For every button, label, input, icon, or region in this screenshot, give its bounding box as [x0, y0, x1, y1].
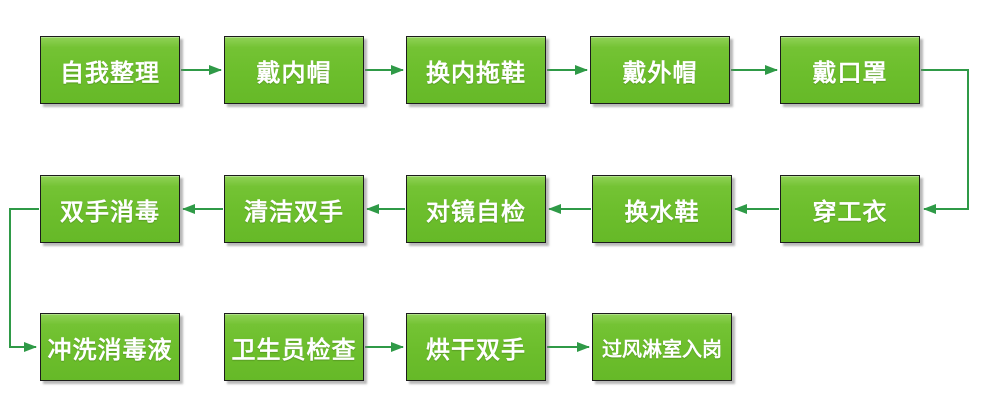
node-label: 换水鞋: [624, 197, 700, 226]
flow-node-hygienist-check: 卫生员检查: [224, 313, 364, 381]
flow-node-inner-slippers: 换内拖鞋: [406, 36, 546, 104]
flow-node-mirror-check: 对镜自检: [406, 175, 546, 243]
node-label: 穿工衣: [812, 197, 888, 226]
flow-node-water-shoes: 换水鞋: [592, 175, 732, 243]
node-label: 卫生员检查: [231, 335, 357, 364]
flow-node-clean-hands: 清洁双手: [224, 175, 364, 243]
elbow-ssxd-to-cxxdy: [9, 208, 39, 352]
node-label: 自我整理: [60, 58, 160, 87]
node-label: 戴外帽: [622, 58, 698, 87]
node-label: 换内拖鞋: [426, 58, 526, 87]
node-label: 过风淋室入岗: [602, 336, 722, 361]
flow-node-inner-cap: 戴内帽: [224, 36, 364, 104]
flow-node-hand-disinfect: 双手消毒: [40, 175, 180, 243]
flow-node-mask: 戴口罩: [780, 36, 920, 104]
node-label: 戴口罩: [812, 58, 888, 87]
flow-node-dry-hands: 烘干双手: [406, 313, 546, 381]
node-label: 戴内帽: [256, 58, 332, 87]
flow-node-work-clothes: 穿工衣: [780, 175, 920, 243]
flow-node-self-tidy: 自我整理: [40, 36, 180, 104]
node-label: 对镜自检: [426, 197, 526, 226]
flow-node-rinse-disinfectant: 冲洗消毒液: [40, 313, 180, 381]
node-label: 烘干双手: [426, 335, 526, 364]
flow-node-air-shower-entry: 过风淋室入岗: [592, 313, 732, 381]
node-label: 清洁双手: [244, 197, 344, 226]
node-label: 冲洗消毒液: [47, 335, 173, 364]
elbow-dkz-to-cgy: [921, 69, 969, 214]
flow-node-outer-cap: 戴外帽: [590, 36, 730, 104]
node-label: 双手消毒: [60, 197, 160, 226]
